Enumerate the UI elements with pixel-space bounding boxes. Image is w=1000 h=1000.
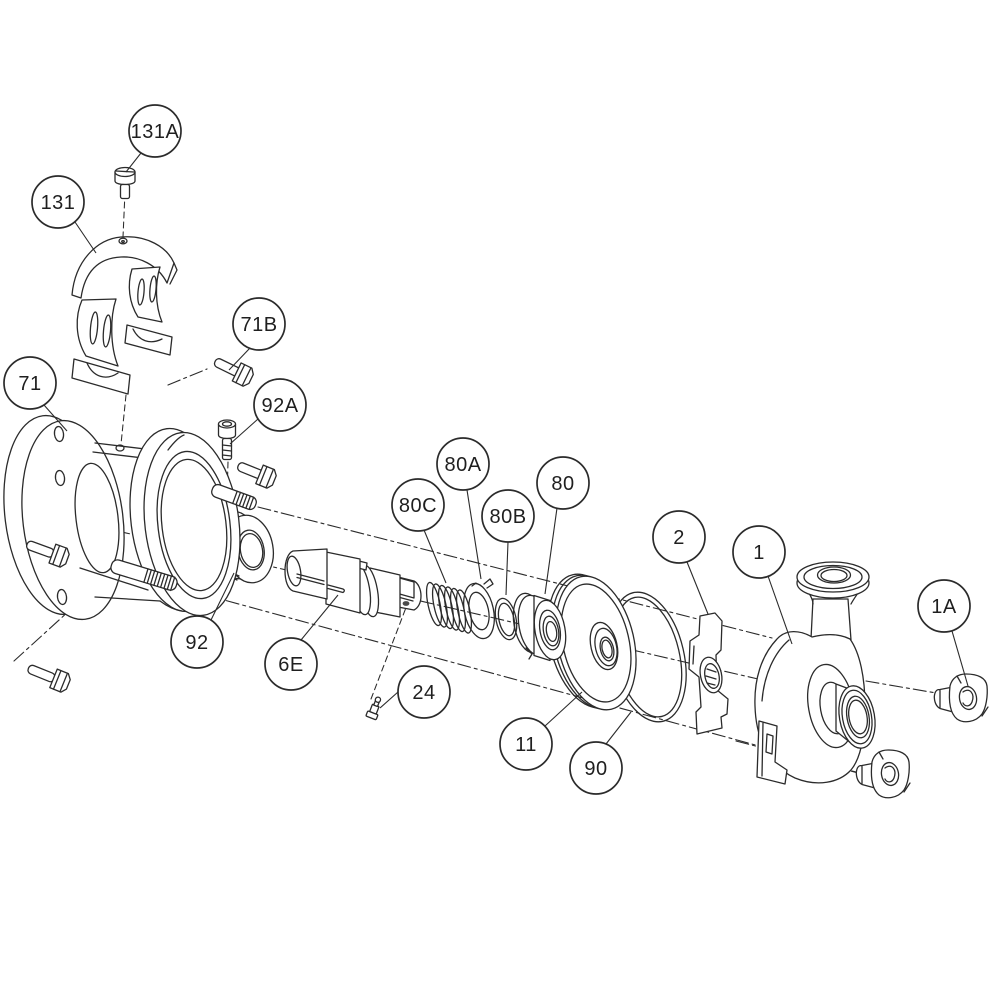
part-bolt-mid: [237, 462, 277, 489]
guard-screw-dash: [122, 191, 126, 238]
callout-label-80A: 80A: [444, 454, 481, 476]
callout-92A: [253, 378, 307, 432]
part-1A-wing-nut-2: [854, 749, 911, 799]
grease-fitting-dash: [370, 604, 408, 700]
part-24-grease-fitting: [365, 696, 382, 721]
callout-80: [536, 456, 590, 510]
part-80A-seal-washer: [463, 578, 495, 640]
callout-80B: [481, 489, 535, 543]
callout-label-71: 71: [18, 373, 41, 395]
part-stud-lower: [110, 559, 178, 592]
callout-label-80C: 80C: [399, 495, 437, 517]
callout-layer: 131A 131 71B 71 92A 92 6E 24 80C 80A 80B 80 11 90 2 1 1A: [3, 104, 971, 795]
leader-131A: [125, 152, 142, 173]
leader-80B: [505, 541, 509, 596]
leader-71B: [228, 347, 251, 371]
upper-stud-centerline: [257, 506, 773, 639]
callout-label-24: 24: [412, 682, 435, 704]
leader-80A: [466, 489, 482, 580]
leader-92: [210, 572, 235, 621]
callout-label-6E: 6E: [278, 654, 303, 676]
line-art: [3, 166, 989, 799]
leader-80C: [423, 529, 447, 584]
callout-131A: [128, 104, 182, 158]
part-71-bearing-frame: [3, 414, 241, 621]
part-1-pump-casing: [754, 561, 876, 785]
part-71B-hex-bolt: [213, 358, 254, 387]
part-131-coupling-guard: [71, 236, 178, 395]
callout-71B: [232, 297, 286, 351]
leader-92A: [229, 418, 259, 445]
part-80C-seal-spring: [425, 581, 473, 634]
callout-label-90: 90: [584, 758, 607, 780]
leader-1: [767, 575, 793, 645]
leader-131: [74, 221, 97, 254]
leader-71: [43, 404, 68, 432]
callout-label-1: 1: [753, 542, 765, 564]
callout-1: [732, 525, 786, 579]
leader-6E: [300, 594, 339, 641]
leader-80: [544, 507, 558, 595]
callout-1A: [917, 579, 971, 633]
part-bolt-left-lower: [27, 664, 71, 693]
leader-1A: [951, 630, 969, 687]
leader-2: [686, 561, 709, 615]
part-6E-coupling-sleeve: [284, 548, 422, 618]
callout-label-1A: 1A: [931, 596, 957, 618]
guard-bolt-centerline: [167, 368, 208, 386]
part-stud-upper: [211, 483, 257, 511]
callout-label-92: 92: [185, 632, 208, 654]
part-bolt-left-upper: [25, 540, 70, 568]
guard-mount-dash: [120, 394, 127, 445]
callout-label-131: 131: [41, 192, 76, 214]
leader-90: [605, 711, 632, 745]
part-80-seal-seat: [512, 592, 567, 662]
callout-label-11: 11: [515, 734, 537, 756]
callout-11: [499, 717, 553, 771]
callout-label-80: 80: [551, 473, 574, 495]
callout-6E: [264, 637, 318, 691]
callout-80A: [436, 437, 490, 491]
part-1A-wing-nut: [933, 673, 989, 723]
callout-label-92A: 92A: [261, 395, 298, 417]
leader-24: [379, 691, 399, 709]
main-axis-right-segment: [865, 680, 943, 695]
callout-92: [170, 615, 224, 669]
part-92A-cap-screw: [217, 419, 237, 461]
callout-2: [652, 510, 706, 564]
callout-71: [3, 356, 57, 410]
callout-90: [569, 741, 623, 795]
callout-label-2: 2: [673, 527, 685, 549]
callout-label-131A: 131A: [131, 121, 180, 143]
part-2-clamp-bracket: [688, 612, 729, 735]
callout-80C: [391, 478, 445, 532]
leader-11: [544, 691, 583, 727]
part-80B-seal-ring: [494, 597, 518, 641]
lower-stud-centerline: [179, 587, 859, 774]
callout-131: [31, 175, 85, 229]
callout-label-71B: 71B: [240, 314, 277, 336]
callout-label-80B: 80B: [489, 506, 526, 528]
part-131A-guard-screw: [114, 166, 136, 200]
callout-24: [397, 665, 451, 719]
